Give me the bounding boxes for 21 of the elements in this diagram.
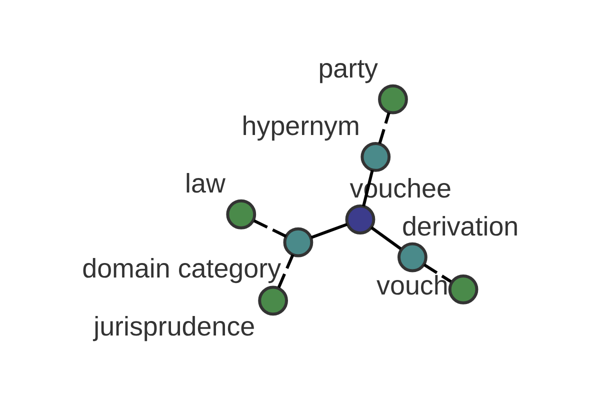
node-label: party — [318, 53, 378, 84]
node-circle — [258, 286, 288, 316]
node-label: derivation — [402, 211, 519, 242]
node-label: jurisprudence — [94, 312, 256, 342]
connector — [423, 263, 452, 283]
node-circle — [226, 199, 256, 230]
node-label: law — [185, 168, 226, 199]
connector — [277, 254, 294, 288]
connector — [310, 222, 348, 239]
node-circle — [448, 274, 478, 304]
node-circle — [283, 227, 314, 258]
connector — [370, 226, 402, 250]
connector — [378, 112, 390, 144]
connector — [253, 219, 287, 238]
node-circle — [345, 204, 376, 234]
node-label: domain category — [82, 253, 282, 284]
node-label: hypernym — [242, 111, 360, 142]
node-circle — [378, 84, 408, 114]
node-circle — [398, 242, 428, 272]
node-label: vouch — [376, 270, 448, 301]
node-circle — [360, 142, 391, 172]
